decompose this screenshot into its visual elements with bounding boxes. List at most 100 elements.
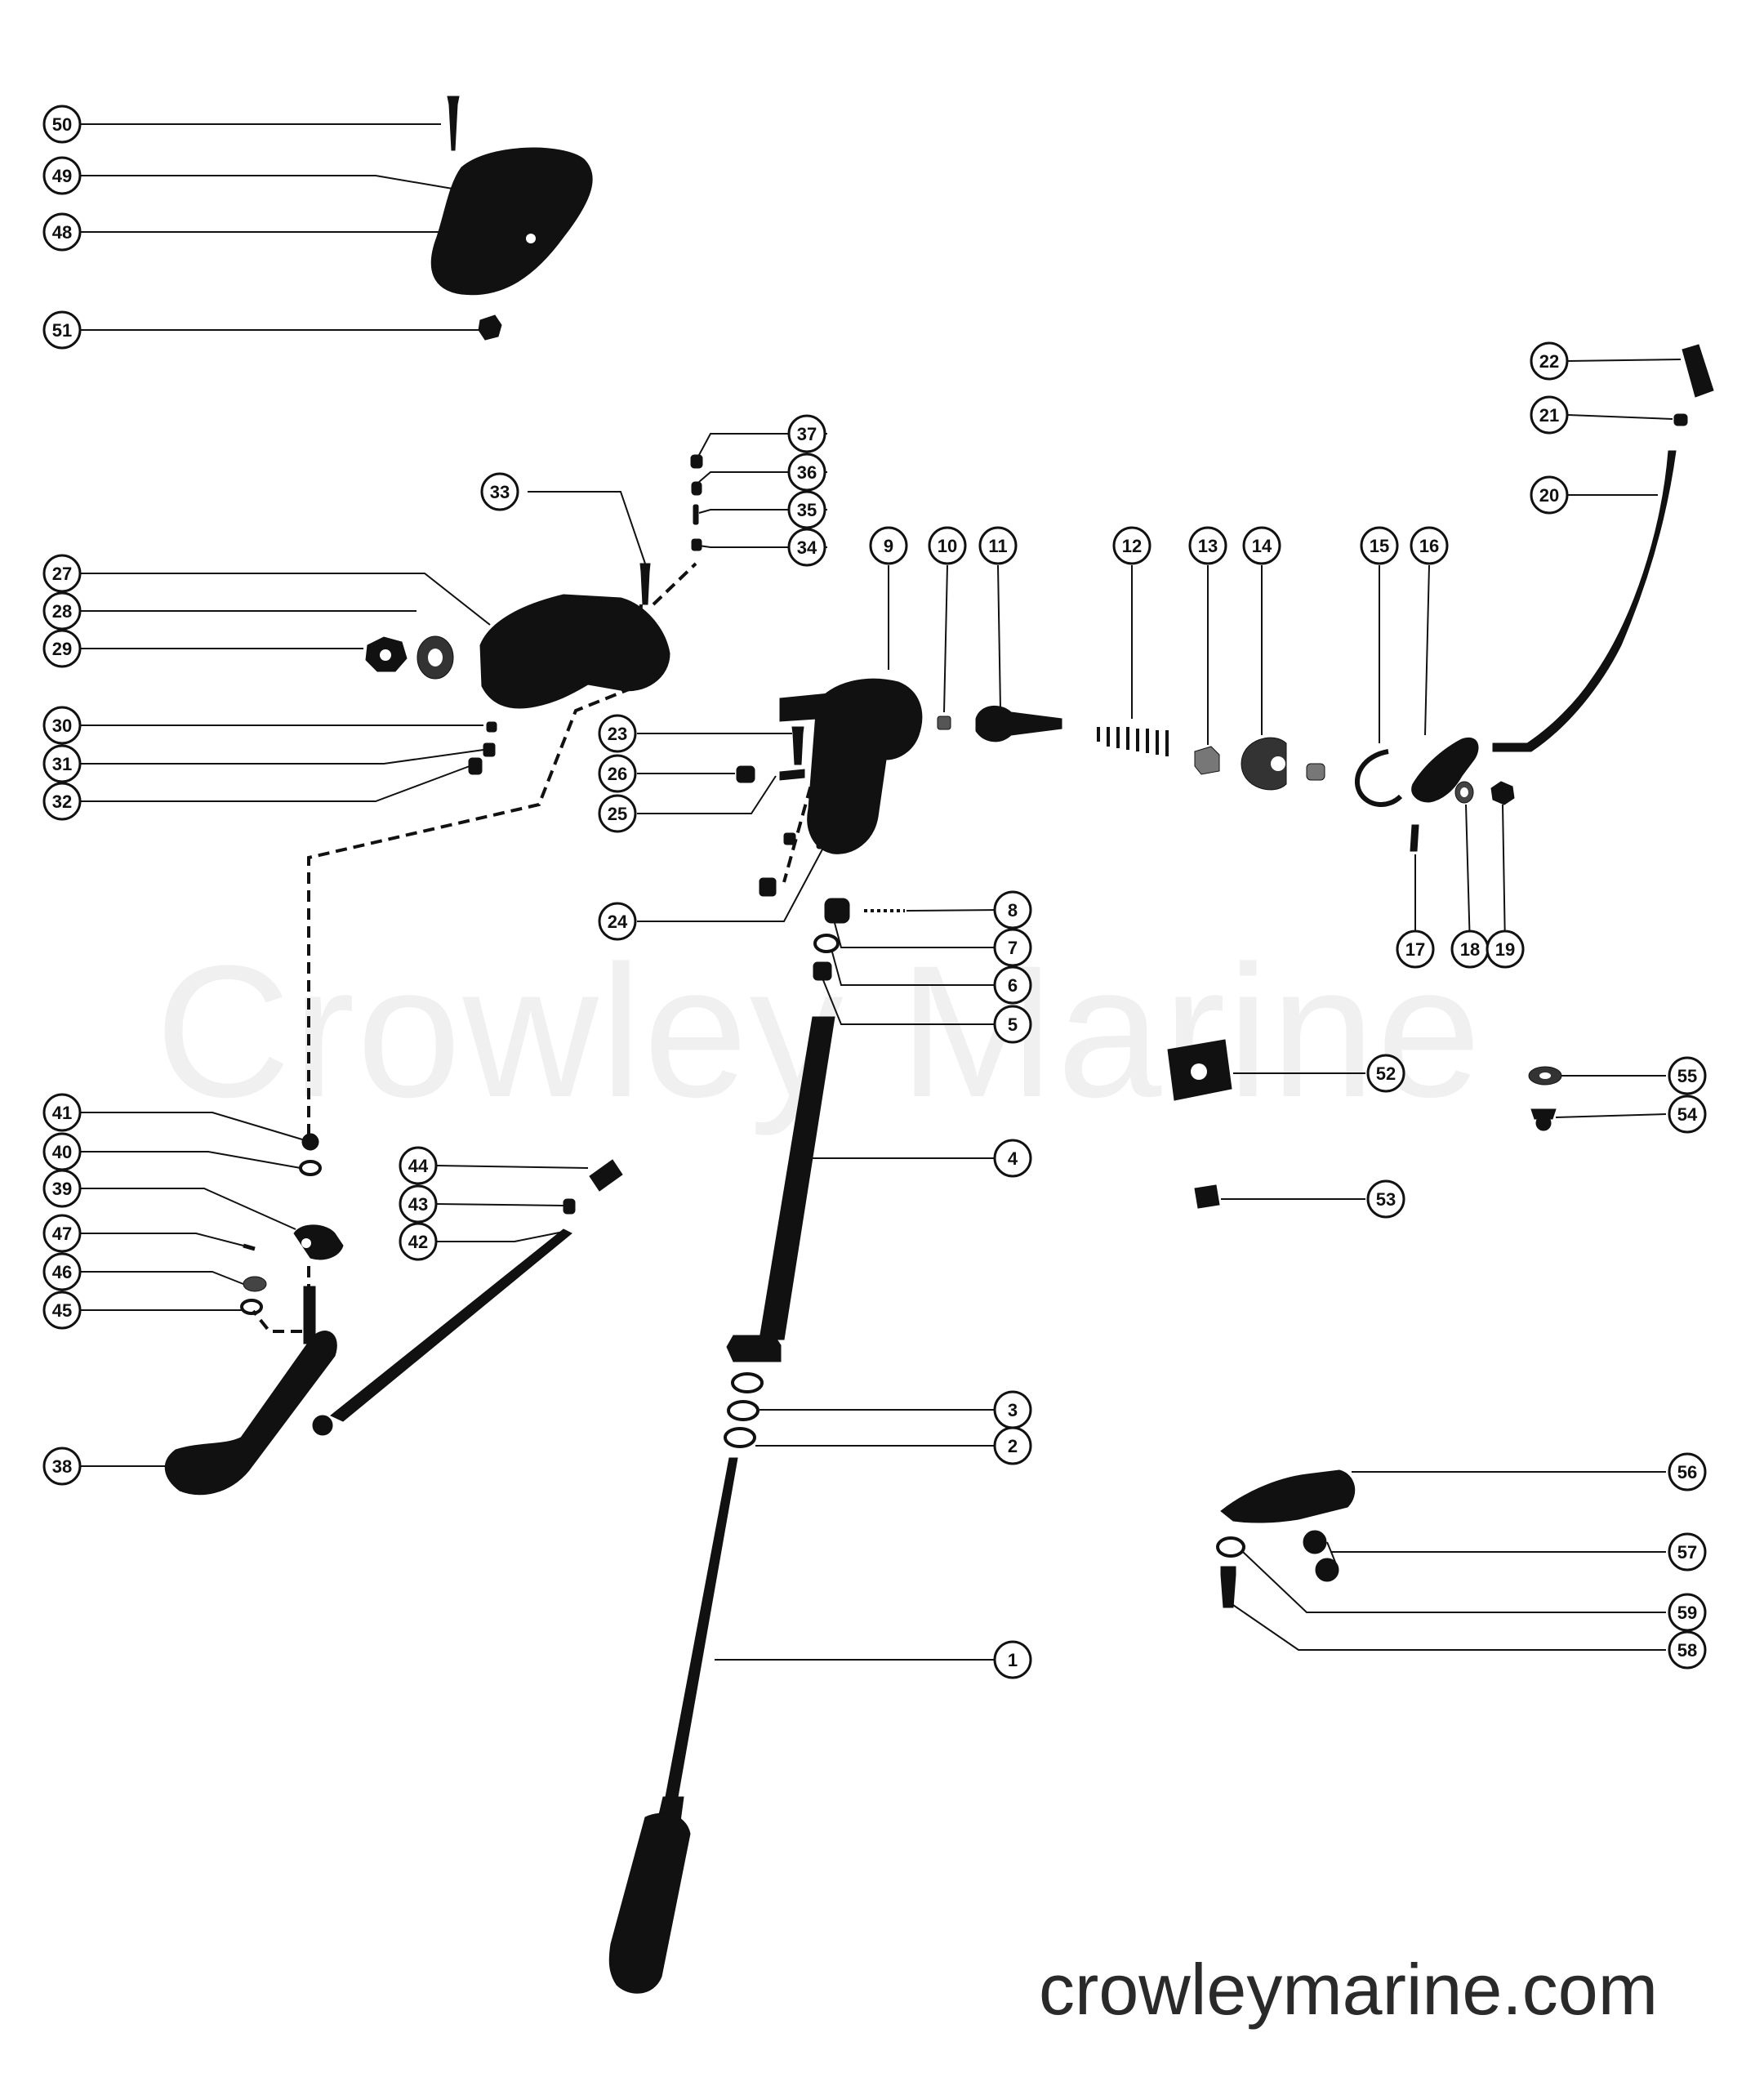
callout-3[interactable]: 3: [993, 1390, 1032, 1429]
callout-23[interactable]: 23: [598, 714, 637, 753]
callout-17[interactable]: 17: [1396, 930, 1435, 969]
callout-12[interactable]: 12: [1112, 526, 1152, 565]
callout-33[interactable]: 33: [480, 472, 519, 511]
callout-45[interactable]: 45: [42, 1291, 82, 1330]
callout-21[interactable]: 21: [1530, 395, 1569, 435]
callout-6[interactable]: 6: [993, 965, 1032, 1005]
callout-40[interactable]: 40: [42, 1132, 82, 1171]
callout-number: 23: [608, 724, 627, 744]
callout-57[interactable]: 57: [1668, 1532, 1707, 1572]
callout-number: 1: [1008, 1650, 1018, 1670]
part-48-cover: [430, 147, 593, 296]
callout-38[interactable]: 38: [42, 1447, 82, 1486]
callout-25[interactable]: 25: [598, 794, 637, 833]
callout-11[interactable]: 11: [978, 526, 1018, 565]
callout-4[interactable]: 4: [993, 1139, 1032, 1178]
callout-51[interactable]: 51: [42, 310, 82, 350]
callout-28[interactable]: 28: [42, 591, 82, 631]
callout-26[interactable]: 26: [598, 754, 637, 793]
callout-49[interactable]: 49: [42, 156, 82, 195]
callout-39[interactable]: 39: [42, 1169, 82, 1208]
callout-48[interactable]: 48: [42, 212, 82, 252]
callout-circle: [42, 105, 82, 144]
callout-number: 29: [52, 639, 72, 659]
callout-number: 33: [490, 482, 510, 502]
callout-number: 15: [1370, 536, 1389, 556]
callout-circle: [978, 526, 1018, 565]
callout-circle: [399, 1184, 438, 1224]
callout-53[interactable]: 53: [1366, 1179, 1405, 1219]
callout-20[interactable]: 20: [1530, 475, 1569, 515]
callout-circle: [598, 902, 637, 941]
callout-52[interactable]: 52: [1366, 1054, 1405, 1093]
callout-14[interactable]: 14: [1242, 526, 1281, 565]
callout-46[interactable]: 46: [42, 1252, 82, 1291]
part-1-shaft: [665, 1457, 738, 1798]
callout-circle: [42, 1132, 82, 1171]
callout-47[interactable]: 47: [42, 1214, 82, 1253]
callout-circle: [42, 1252, 82, 1291]
callout-circle: [993, 1139, 1032, 1178]
callout-27[interactable]: 27: [42, 554, 82, 593]
callout-circle: [1668, 1593, 1707, 1632]
callout-54[interactable]: 54: [1668, 1095, 1707, 1134]
callout-number: 9: [884, 536, 893, 556]
callout-number: 49: [52, 166, 72, 186]
callout-50[interactable]: 50: [42, 105, 82, 144]
callout-13[interactable]: 13: [1188, 526, 1227, 565]
callout-7[interactable]: 7: [993, 928, 1032, 967]
callout-59[interactable]: 59: [1668, 1593, 1707, 1632]
callout-circle: [993, 965, 1032, 1005]
callout-circle: [598, 714, 637, 753]
callout-8[interactable]: 8: [993, 890, 1032, 930]
part-14-cam: [1241, 737, 1287, 791]
callout-16[interactable]: 16: [1410, 526, 1449, 565]
callout-43[interactable]: 43: [399, 1184, 438, 1224]
callout-31[interactable]: 31: [42, 744, 82, 783]
callout-circle: [1410, 526, 1449, 565]
callout-56[interactable]: 56: [1668, 1452, 1707, 1491]
callout-19[interactable]: 19: [1486, 930, 1525, 969]
callout-circle: [42, 156, 82, 195]
callout-10[interactable]: 10: [928, 526, 967, 565]
callout-2[interactable]: 2: [993, 1426, 1032, 1465]
callout-circle: [1360, 526, 1399, 565]
callout-42[interactable]: 42: [399, 1222, 438, 1261]
callout-24[interactable]: 24: [598, 902, 637, 941]
callout-18[interactable]: 18: [1450, 930, 1490, 969]
callout-34[interactable]: 34: [787, 528, 826, 567]
callout-36[interactable]: 36: [787, 453, 826, 492]
callout-22[interactable]: 22: [1530, 341, 1569, 381]
callout-number: 43: [408, 1194, 428, 1215]
callout-number: 14: [1252, 536, 1272, 556]
callout-44[interactable]: 44: [399, 1146, 438, 1185]
callout-32[interactable]: 32: [42, 782, 82, 821]
callout-41[interactable]: 41: [42, 1093, 82, 1132]
callout-number: 52: [1376, 1063, 1396, 1084]
callout-30[interactable]: 30: [42, 706, 82, 745]
callout-58[interactable]: 58: [1668, 1630, 1707, 1670]
callout-number: 21: [1539, 405, 1559, 426]
callout-number: 58: [1677, 1640, 1697, 1661]
part-16-lever: [1411, 737, 1479, 803]
callout-number: 11: [988, 536, 1007, 556]
callout-number: 31: [52, 754, 72, 774]
callout-1[interactable]: 1: [993, 1640, 1032, 1679]
callout-circle: [928, 526, 967, 565]
callout-15[interactable]: 15: [1360, 526, 1399, 565]
callout-number: 7: [1008, 938, 1018, 958]
website-url[interactable]: crowleymarine.com: [1039, 1949, 1658, 2030]
callout-5[interactable]: 5: [993, 1005, 1032, 1044]
callout-circle: [42, 1093, 82, 1132]
callout-55[interactable]: 55: [1668, 1056, 1707, 1095]
callout-37[interactable]: 37: [787, 414, 826, 453]
part-12-spring: [1097, 727, 1169, 756]
callout-number: 20: [1539, 485, 1559, 506]
callout-9[interactable]: 9: [869, 526, 908, 565]
callout-circle: [787, 528, 826, 567]
callout-29[interactable]: 29: [42, 629, 82, 668]
callout-circle: [598, 754, 637, 793]
callout-35[interactable]: 35: [787, 490, 826, 529]
part-20-rod: [1492, 450, 1677, 752]
